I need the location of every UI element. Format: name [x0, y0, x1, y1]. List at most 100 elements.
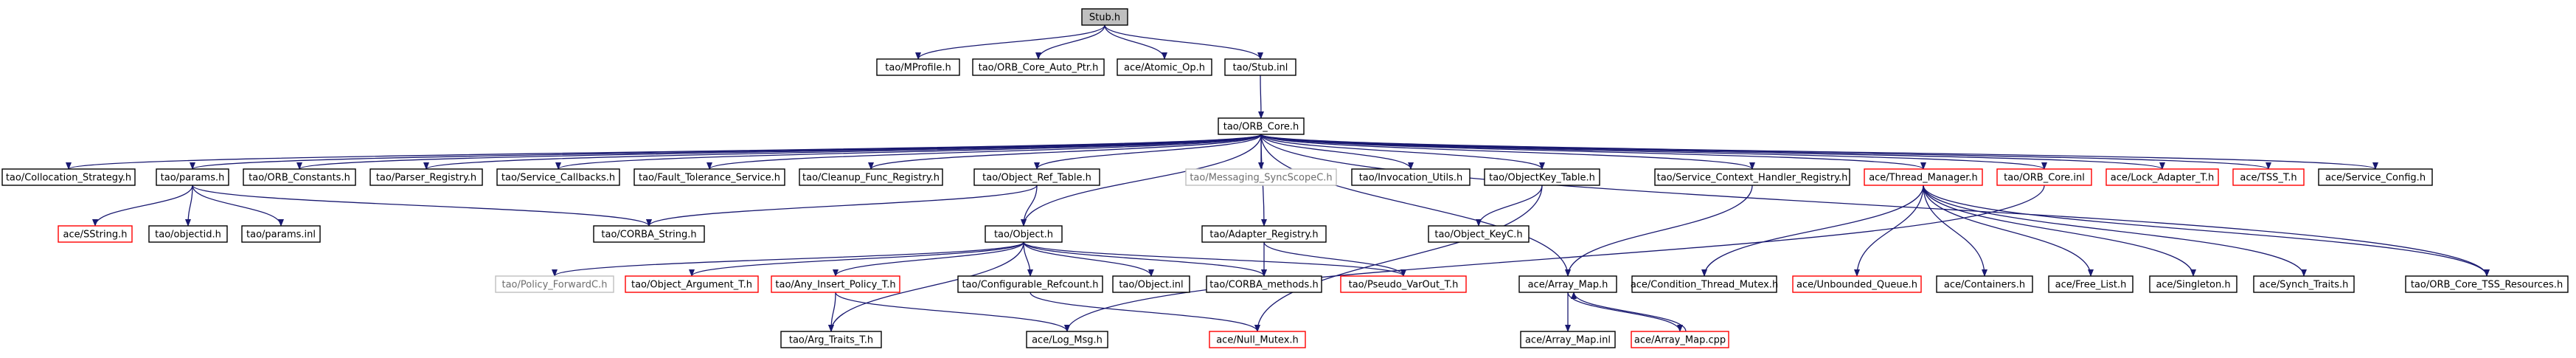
- node-tao-object-ref-table-h[interactable]: tao/Object_Ref_Table.h: [973, 168, 1100, 186]
- node-box: [1792, 275, 1922, 293]
- node-tao-messaging-syncscopec-h[interactable]: tao/Messaging_SyncScopeC.h: [1185, 168, 1337, 186]
- node-ace-synch-traits-h[interactable]: ace/Synch_Traits.h: [2253, 275, 2355, 293]
- node-label: tao/MProfile.h: [885, 63, 951, 74]
- node-tao-policy-forwardc-h[interactable]: tao/Policy_ForwardC.h: [495, 275, 614, 293]
- node-ace-thread-manager-h[interactable]: ace/Thread_Manager.h: [1864, 168, 1983, 186]
- node-tao-fault-tolerance-service-h[interactable]: tao/Fault_Tolerance_Service.h: [633, 168, 785, 186]
- node-box: [1081, 8, 1128, 26]
- node-tao-objectkey-table-h[interactable]: tao/ObjectKey_Table.h: [1484, 168, 1600, 186]
- node-ace-unbounded-queue-h[interactable]: ace/Unbounded_Queue.h: [1792, 275, 1922, 293]
- node-tao-invocation-utils-h[interactable]: tao/Invocation_Utils.h: [1351, 168, 1471, 186]
- node-label: ace/Singleton.h: [2156, 280, 2230, 291]
- node-label: ace/SString.h: [63, 230, 128, 241]
- edge-tao-orb-core-h-to-tao-orb-core-tss-resources-h: [1260, 134, 2490, 277]
- edge-tao-object-ref-table-h-to-tao-object-h: [1021, 185, 1038, 227]
- node-box: [1996, 168, 2092, 186]
- node-ace-null-mutex-h[interactable]: ace/Null_Mutex.h: [1209, 331, 1306, 348]
- node-ace-service-config-h[interactable]: ace/Service_Config.h: [2318, 168, 2433, 186]
- node-box: [369, 168, 483, 186]
- edge-tao-orb-core-h-to-tao-parser-registry-h: [423, 134, 1262, 170]
- node-ace-array-map-inl[interactable]: ace/Array_Map.inl: [1520, 331, 1616, 348]
- node-ace-tss-t-h[interactable]: ace/TSS_T.h: [2232, 168, 2305, 186]
- node-label: tao/ORB_Core_Auto_Ptr.h: [979, 63, 1099, 74]
- node-box: [1224, 58, 1296, 76]
- node-box: [1351, 168, 1471, 186]
- node-ace-array-map-h[interactable]: ace/Array_Map.h: [1518, 275, 1617, 293]
- node-tao-orb-core-tss-resources-h[interactable]: tao/ORB_Core_TSS_Resources.h: [2405, 275, 2569, 293]
- edge-stub-h-to-tao-orb-core-auto-ptr-h: [1035, 24, 1105, 60]
- node-tao-orb-core-h[interactable]: tao/ORB_Core.h: [1218, 117, 1305, 135]
- node-tao-corba-string-h[interactable]: tao/CORBA_String.h: [593, 225, 705, 243]
- node-tao-object-inl[interactable]: tao/Object.inl: [1112, 275, 1190, 293]
- node-stub-h[interactable]: Stub.h: [1081, 8, 1128, 26]
- node-tao-orb-core-inl[interactable]: tao/ORB_Core.inl: [1996, 168, 2092, 186]
- node-tao-objectid-h[interactable]: tao/objectid.h: [148, 225, 228, 243]
- edge-ace-array-map-cpp-to-ace-array-map-h: [1571, 292, 1687, 332]
- node-tao-object-keyc-h[interactable]: tao/Object_KeyC.h: [1428, 225, 1530, 243]
- edge-tao-orb-core-h-to-tao-collocation-strategy-h: [66, 134, 1262, 170]
- node-tao-params-inl[interactable]: tao/params.inl: [241, 225, 321, 243]
- node-ace-atomic-op-h[interactable]: ace/Atomic_Op.h: [1117, 58, 1212, 76]
- edge-tao-any-insert-policy-t-h-to-tao-arg-traits-t-h: [828, 292, 836, 332]
- node-tao-orb-core-auto-ptr-h[interactable]: tao/ORB_Core_Auto_Ptr.h: [972, 58, 1105, 76]
- node-box: [156, 168, 229, 186]
- node-box: [496, 168, 620, 186]
- node-label: ace/Log_Msg.h: [1032, 335, 1103, 346]
- node-box: [495, 275, 614, 293]
- node-box: [243, 168, 356, 186]
- node-label: tao/Stub.inl: [1233, 63, 1288, 74]
- node-tao-object-argument-t-h[interactable]: tao/Object_Argument_T.h: [625, 275, 759, 293]
- node-ace-containers-h[interactable]: ace/Containers.h: [1936, 275, 2033, 293]
- node-box: [1218, 117, 1305, 135]
- node-label: ace/Array_Map.cpp: [1634, 335, 1726, 346]
- node-tao-adapter-registry-h[interactable]: tao/Adapter_Registry.h: [1201, 225, 1327, 243]
- edge-tao-params-h-to-tao-params-inl: [192, 185, 284, 227]
- node-label: ace/TSS_T.h: [2240, 173, 2296, 184]
- edge-tao-stub-inl-to-tao-orb-core-h: [1257, 75, 1264, 119]
- node-tao-any-insert-policy-t-h[interactable]: tao/Any_Insert_Policy_T.h: [771, 275, 900, 293]
- node-tao-pseudo-varout-t-h[interactable]: tao/Pseudo_VarOut_T.h: [1340, 275, 1467, 293]
- edge-tao-orb-core-h-to-ace-thread-manager-h: [1260, 134, 1926, 170]
- node-ace-condition-thread-mutex-h[interactable]: ace/Condition_Thread_Mutex.h: [1631, 275, 1778, 293]
- node-tao-parser-registry-h[interactable]: tao/Parser_Registry.h: [369, 168, 483, 186]
- edge-tao-adapter-registry-h-to-tao-pseudo-varout-t-h: [1263, 241, 1406, 277]
- node-tao-mprofile-h[interactable]: tao/MProfile.h: [876, 58, 960, 76]
- node-ace-lock-adapter-t-h[interactable]: ace/Lock_Adapter_T.h: [2105, 168, 2219, 186]
- node-tao-corba-methods-h[interactable]: tao/CORBA_methods.h: [1206, 275, 1322, 293]
- node-tao-configurable-refcount-h[interactable]: tao/Configurable_Refcount.h: [957, 275, 1103, 293]
- edge-tao-orb-core-h-to-tao-objectkey-table-h: [1260, 134, 1545, 170]
- node-ace-log-msg-h[interactable]: ace/Log_Msg.h: [1026, 331, 1108, 348]
- node-box: [1631, 275, 1777, 293]
- edge-ace-thread-manager-h-to-ace-unbounded-queue-h: [1854, 185, 1924, 277]
- node-box: [1520, 331, 1616, 348]
- node-label: tao/Messaging_SyncScopeC.h: [1190, 173, 1332, 184]
- node-box: [973, 168, 1100, 186]
- node-tao-service-callbacks-h[interactable]: tao/Service_Callbacks.h: [496, 168, 620, 186]
- node-label: ace/Lock_Adapter_T.h: [2111, 173, 2214, 184]
- edge-tao-params-h-to-ace-sstring-h: [92, 185, 193, 227]
- node-ace-singleton-h[interactable]: ace/Singleton.h: [2149, 275, 2237, 293]
- node-box: [1936, 275, 2033, 293]
- node-tao-collocation-strategy-h[interactable]: tao/Collocation_Strategy.h: [1, 168, 136, 186]
- node-tao-arg-traits-t-h[interactable]: tao/Arg_Traits_T.h: [780, 331, 882, 348]
- node-tao-object-h[interactable]: tao/Object.h: [985, 225, 1063, 243]
- node-label: tao/ORB_Core.h: [1223, 122, 1299, 133]
- edge-stub-h-to-tao-mprofile-h: [915, 24, 1105, 60]
- node-ace-sstring-h[interactable]: ace/SString.h: [58, 225, 133, 243]
- node-tao-stub-inl[interactable]: tao/Stub.inl: [1224, 58, 1296, 76]
- node-tao-orb-constants-h[interactable]: tao/ORB_Constants.h: [243, 168, 356, 186]
- node-box: [2405, 275, 2569, 293]
- node-tao-service-context-handler-registry-h[interactable]: tao/Service_Context_Handler_Registry.h: [1654, 168, 1850, 186]
- edge-tao-orb-core-h-to-tao-object-h: [1021, 134, 1262, 227]
- edge-stub-h-to-tao-stub-inl: [1104, 24, 1263, 60]
- node-ace-free-list-h[interactable]: ace/Free_List.h: [2048, 275, 2134, 293]
- node-label: ace/Atomic_Op.h: [1124, 63, 1205, 74]
- node-tao-params-h[interactable]: tao/params.h: [156, 168, 229, 186]
- node-label: ace/Unbounded_Queue.h: [1796, 280, 1917, 291]
- node-ace-array-map-cpp[interactable]: ace/Array_Map.cpp: [1631, 331, 1729, 348]
- node-tao-cleanup-func-registry-h[interactable]: tao/Cleanup_Func_Registry.h: [799, 168, 943, 186]
- node-label: ace/Service_Config.h: [2325, 173, 2426, 184]
- edge-tao-orb-core-h-to-tao-orb-constants-h: [296, 134, 1262, 170]
- edge-tao-any-insert-policy-t-h-to-ace-log-msg-h: [835, 292, 1070, 332]
- edge-ace-thread-manager-h-to-tao-orb-core-tss-resources-h: [1923, 185, 2490, 277]
